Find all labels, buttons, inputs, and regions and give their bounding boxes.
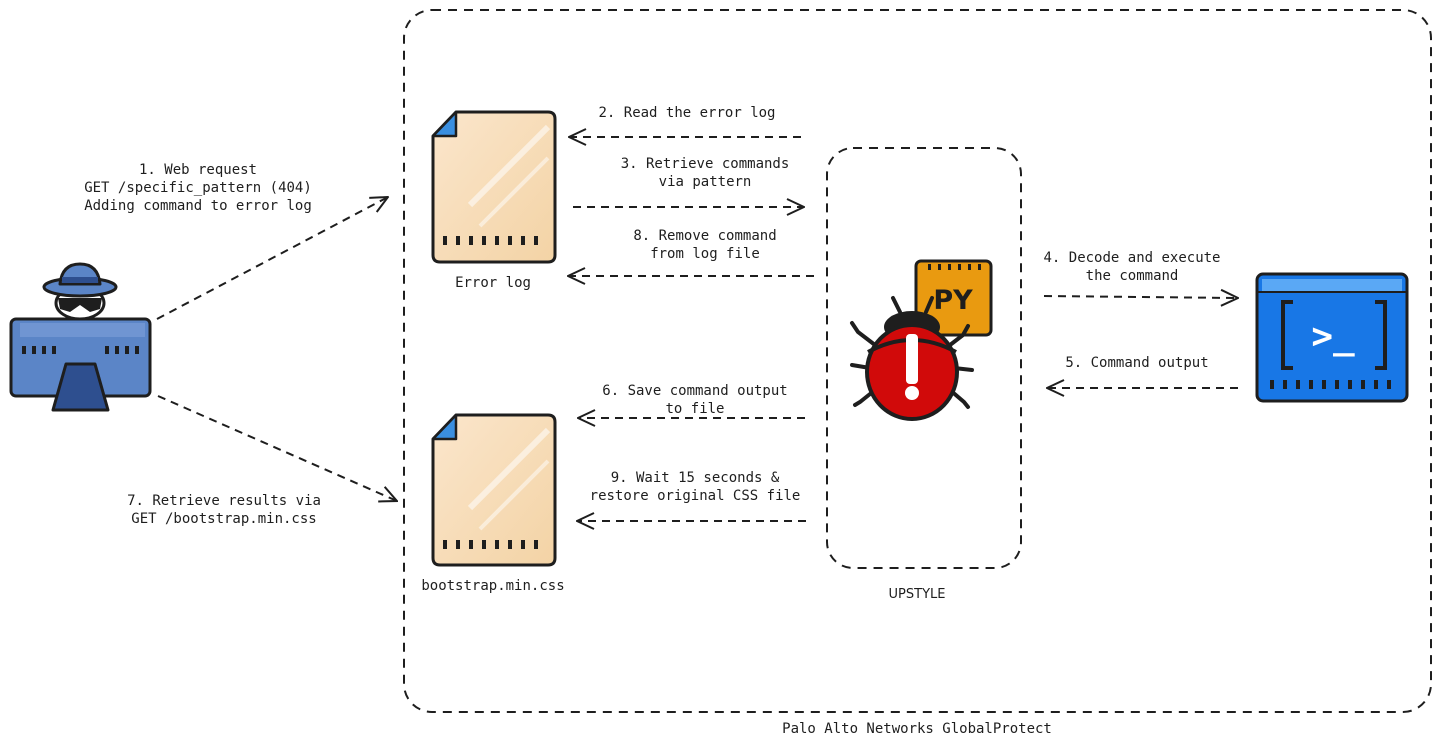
step-7-label: 7. Retrieve results via GET /bootstrap.m… [127,493,321,527]
arrow-step-1 [156,197,388,320]
python-badge-icon: PY [914,259,993,337]
step-1-label: 1. Web request GET /specific_pattern (40… [84,162,312,214]
container-label: Palo Alto Networks GlobalProtect [782,721,1052,737]
step-2-label: 2. Read the error log [598,105,776,121]
step-5-label: 5. Command output [1065,355,1209,371]
css-file-icon [431,413,557,567]
python-badge-text: PY [933,285,973,316]
terminal-icon: >_ [1255,272,1409,403]
css-file-label: bootstrap.min.css [421,578,565,594]
step-8-label: 8. Remove command from log file [633,228,777,262]
globalprotect-container [403,9,1432,713]
upstyle-container [826,147,1022,569]
error-log-file-icon [431,110,557,264]
attacker-icon [9,262,152,412]
upstyle-label: UPSTYLE [888,587,946,602]
step-3-label: 3. Retrieve commands via pattern [620,156,790,190]
arrow-step-4 [1043,296,1238,298]
malware-bug-icon [850,296,974,421]
terminal-prompt-text: >_ [1311,316,1355,357]
error-log-label: Error log [455,275,531,291]
arrow-step-7 [157,395,397,501]
step-9-label: 9. Wait 15 seconds & restore original CS… [589,470,801,504]
step-4-label: 4. Decode and execute the command [1043,250,1221,284]
step-6-label: 6. Save command output to file [602,383,788,417]
